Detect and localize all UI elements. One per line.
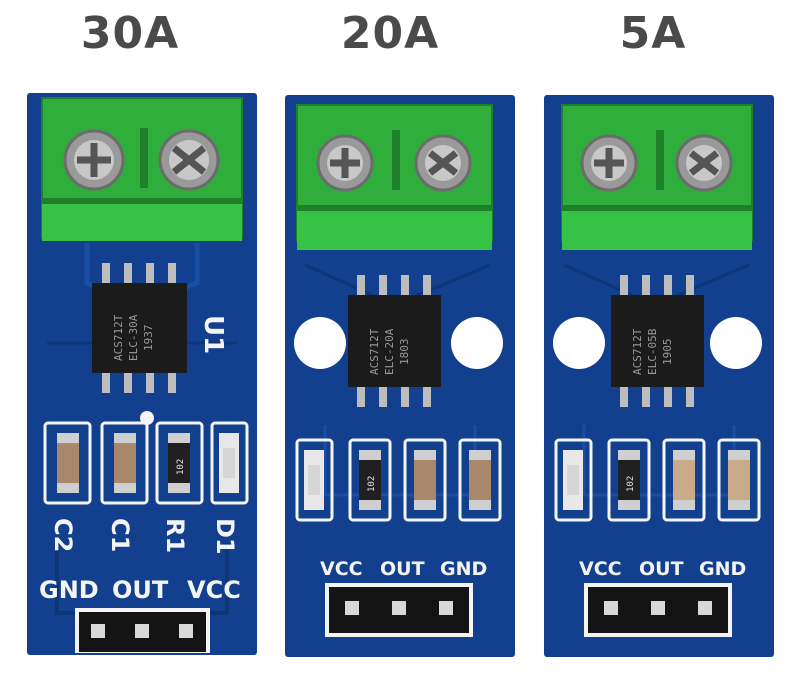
ic-chip: ACS712T ELC-20A 1803 bbox=[348, 275, 441, 407]
svg-text:D1: D1 bbox=[211, 518, 239, 555]
screw-icon bbox=[158, 129, 220, 191]
pin-label: GND bbox=[699, 558, 746, 580]
capacitor-c1 bbox=[114, 433, 136, 493]
led bbox=[304, 450, 324, 510]
svg-text:102: 102 bbox=[176, 459, 186, 475]
ic-chip: ACS712T ELC-30A 1937 bbox=[92, 263, 187, 393]
pin-header[interactable] bbox=[75, 608, 210, 653]
capacitor bbox=[728, 450, 750, 510]
pin-label: OUT bbox=[380, 558, 425, 580]
board-title-30a: 30A bbox=[80, 8, 180, 59]
screw-icon bbox=[63, 129, 125, 191]
resistor: 102 bbox=[618, 450, 640, 510]
screw-icon bbox=[675, 134, 733, 192]
pin-label: VCC bbox=[579, 558, 622, 580]
screw-icon bbox=[316, 134, 374, 192]
pin-label: VCC bbox=[320, 558, 363, 580]
capacitor bbox=[414, 450, 436, 510]
pin-header[interactable] bbox=[584, 583, 732, 637]
svg-text:C1: C1 bbox=[106, 518, 134, 552]
capacitor bbox=[469, 450, 491, 510]
mounting-hole bbox=[553, 317, 605, 369]
capacitor bbox=[673, 450, 695, 510]
svg-text:ELC-30A: ELC-30A bbox=[127, 314, 140, 361]
pcb-20a: ACS712T ELC-20A 1803 102 VCC OUT GND bbox=[285, 95, 515, 657]
pcb-30a: ACS712T ELC-30A 1937 U1 102 C2 C1 R1 D1 … bbox=[27, 93, 257, 655]
svg-text:1803: 1803 bbox=[398, 339, 411, 366]
capacitor-c2 bbox=[57, 433, 79, 493]
ref-label-u1: U1 bbox=[198, 315, 228, 354]
pin-label: GND bbox=[39, 576, 99, 604]
board-title-5a: 5A bbox=[619, 8, 687, 59]
pin-label: OUT bbox=[112, 576, 169, 604]
screw-icon bbox=[580, 134, 638, 192]
screw-terminal bbox=[41, 97, 243, 241]
pin-header[interactable] bbox=[325, 583, 473, 637]
resistor-r1: 102 bbox=[168, 433, 190, 493]
svg-text:R1: R1 bbox=[161, 518, 189, 553]
screw-terminal bbox=[561, 104, 753, 250]
svg-text:1937: 1937 bbox=[142, 325, 155, 352]
led-d1 bbox=[219, 433, 239, 493]
pin-label: OUT bbox=[639, 558, 684, 580]
mounting-hole bbox=[294, 317, 346, 369]
pin-label: GND bbox=[440, 558, 487, 580]
screw-terminal bbox=[296, 104, 493, 250]
svg-text:ACS712T: ACS712T bbox=[368, 328, 381, 375]
svg-text:1905: 1905 bbox=[661, 339, 674, 366]
mounting-hole bbox=[451, 317, 503, 369]
svg-text:ELC-05B: ELC-05B bbox=[646, 328, 659, 375]
pin-label: VCC bbox=[187, 576, 241, 604]
pcb-5a: ACS712T ELC-05B 1905 102 VCC OUT GND bbox=[544, 95, 774, 657]
svg-text:102: 102 bbox=[626, 476, 636, 492]
svg-text:ACS712T: ACS712T bbox=[112, 314, 125, 361]
screw-icon bbox=[414, 134, 472, 192]
svg-text:102: 102 bbox=[367, 476, 377, 492]
svg-text:C2: C2 bbox=[49, 518, 77, 552]
led bbox=[563, 450, 583, 510]
svg-text:ACS712T: ACS712T bbox=[631, 328, 644, 375]
resistor: 102 bbox=[359, 450, 381, 510]
board-title-20a: 20A bbox=[340, 8, 440, 59]
svg-text:ELC-20A: ELC-20A bbox=[383, 328, 396, 375]
ic-chip: ACS712T ELC-05B 1905 bbox=[611, 275, 704, 407]
mounting-hole bbox=[710, 317, 762, 369]
